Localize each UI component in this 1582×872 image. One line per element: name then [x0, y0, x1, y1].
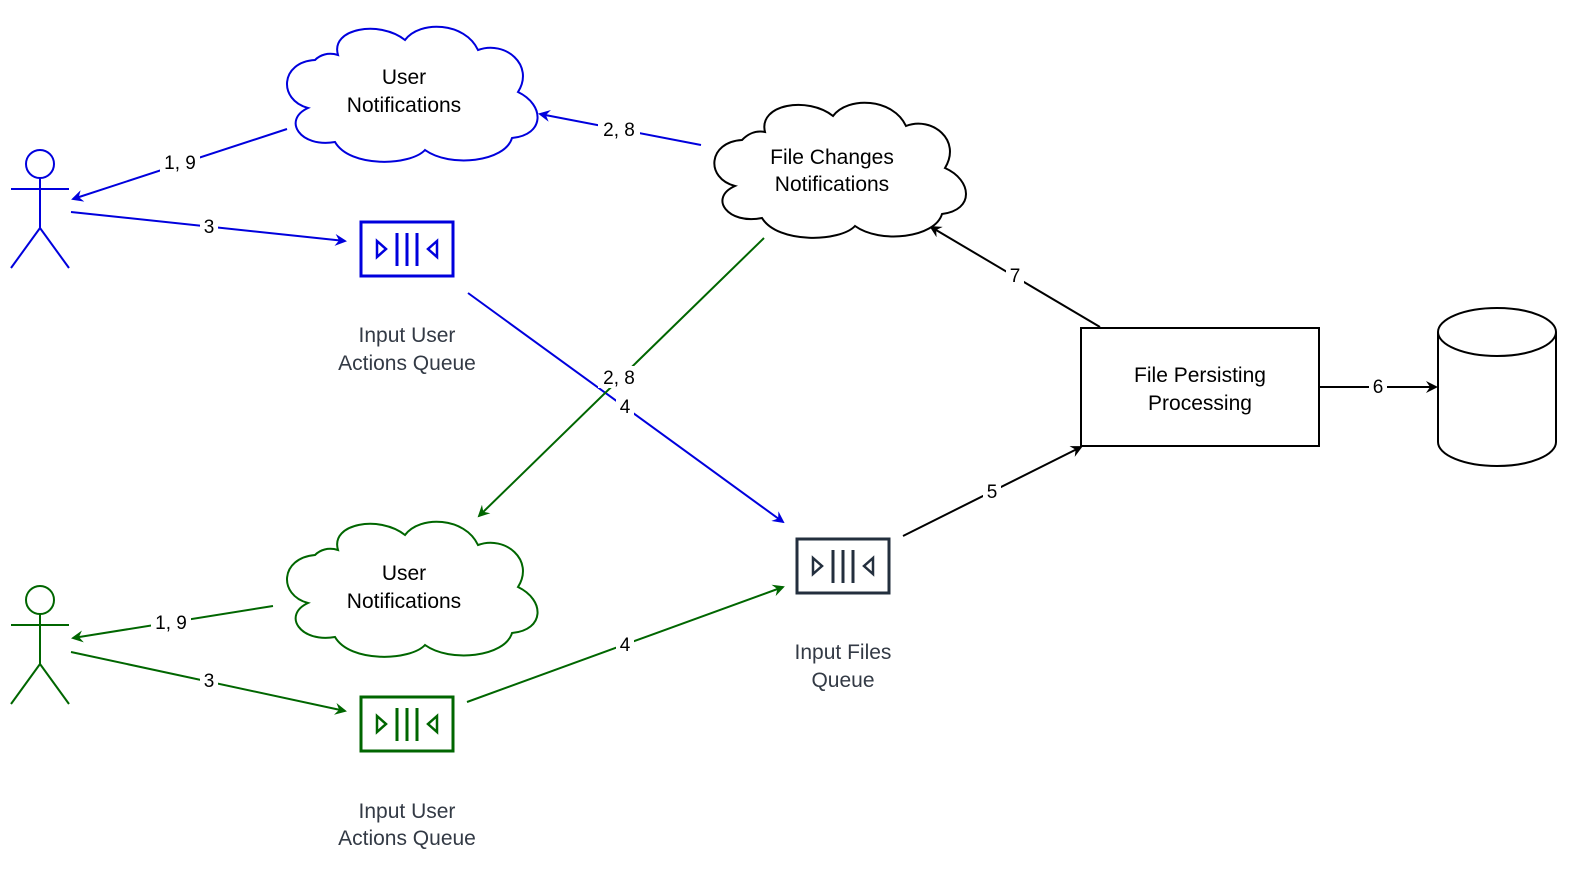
user-top[interactable] [10, 149, 70, 269]
edge-label: 4 [620, 397, 631, 418]
edge-notif-to-user-top: 1, 9 [71, 128, 288, 202]
queue-icon [359, 220, 455, 278]
process-box [1080, 327, 1320, 447]
cloud-icon [286, 25, 539, 163]
queue-icon [359, 695, 455, 753]
user-bottom[interactable] [10, 585, 70, 705]
edge-notif-to-user-bottom: 1, 9 [71, 605, 274, 643]
edge-queue-bottom-to-files-queue: 4 [466, 584, 785, 703]
edge-persisting-to-file-changes: 7 [929, 225, 1101, 328]
edge-label: 5 [987, 482, 998, 503]
edge-label: 2, 8 [603, 120, 635, 141]
edge-file-changes-to-notif-bottom: 2, 8 [477, 237, 765, 518]
edge-label: 2, 8 [603, 368, 635, 389]
node-label-line2: Notifications [775, 173, 889, 196]
node-label-line1: Input User [359, 324, 456, 347]
node-label-line1: Input Files [795, 641, 892, 664]
user-notifications-top[interactable]: User Notifications [286, 25, 539, 163]
edge-label: 6 [1373, 377, 1384, 398]
edge-user-to-queue-top: 3 [70, 211, 347, 246]
edge-label: 1, 9 [164, 153, 196, 174]
file-persisting-processing[interactable]: File Persisting Processing [1080, 327, 1320, 447]
node-label-line1: File Persisting [1134, 364, 1266, 387]
edge-label: 4 [620, 635, 631, 656]
node-label-line2: Queue [811, 669, 874, 692]
user-notifications-bottom[interactable]: User Notifications [286, 520, 539, 658]
cloud-icon [713, 101, 967, 239]
node-label-line2: Notifications [347, 94, 461, 117]
edge-label: 7 [1010, 266, 1021, 287]
actor-icon [10, 585, 70, 705]
node-label-line2: Actions Queue [338, 352, 476, 375]
node-label-line1: Input User [359, 800, 456, 823]
edge-label: 1, 9 [155, 613, 187, 634]
database[interactable] [1437, 307, 1557, 467]
cloud-icon [286, 520, 539, 658]
edge-user-to-queue-bottom: 3 [70, 651, 347, 715]
node-label-line1: User [382, 562, 426, 585]
edge-label: 3 [204, 217, 215, 238]
actor-icon [10, 149, 70, 269]
input-user-actions-queue-top[interactable]: Input User Actions Queue [338, 220, 476, 375]
node-label-line2: Processing [1148, 392, 1252, 415]
edge-file-changes-to-notif-top: 2, 8 [538, 109, 702, 146]
input-files-queue[interactable]: Input Files Queue [795, 537, 892, 692]
input-user-actions-queue-bottom[interactable]: Input User Actions Queue [338, 695, 476, 850]
node-label-line1: User [382, 66, 426, 89]
file-changes-notifications[interactable]: File Changes Notifications [713, 101, 967, 239]
edge-label-group-queue-top: 4 [616, 396, 634, 418]
node-label-line1: File Changes [770, 146, 894, 169]
node-label-line2: Actions Queue [338, 827, 476, 850]
queue-icon [795, 537, 891, 595]
database-cylinder-icon [1437, 307, 1557, 467]
edge-files-queue-to-persisting: 5 [902, 446, 1083, 537]
edge-label: 3 [204, 671, 215, 692]
node-label-line2: Notifications [347, 590, 461, 613]
edge-persisting-to-db: 6 [1319, 376, 1438, 398]
